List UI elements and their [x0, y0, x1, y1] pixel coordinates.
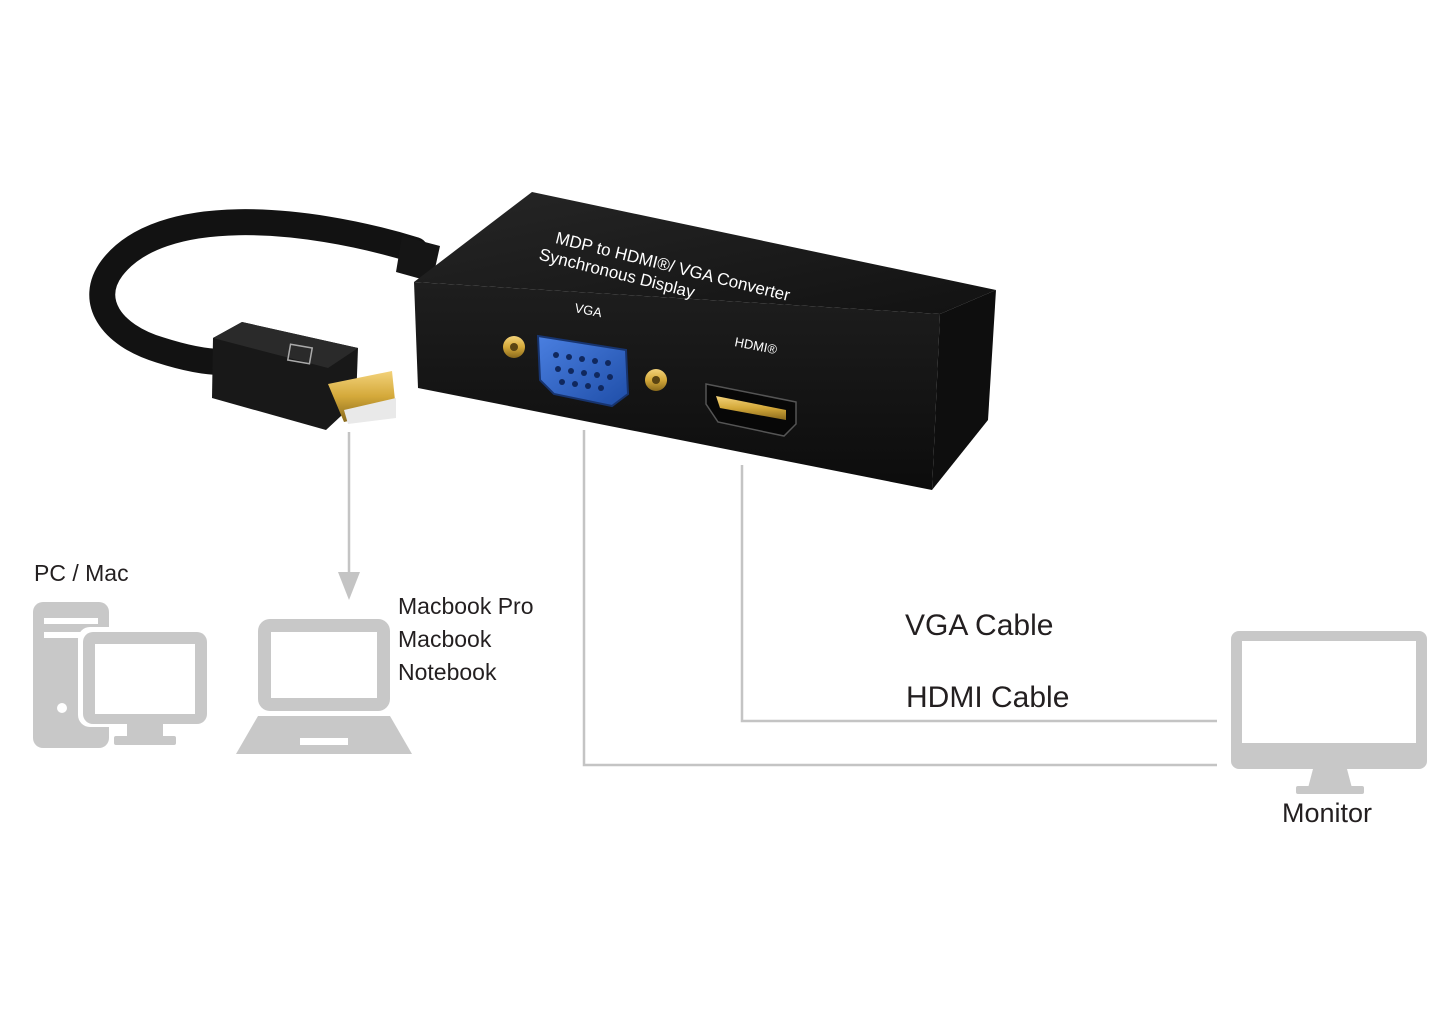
- vga-pins: [553, 352, 613, 391]
- monitor-icon: [1231, 631, 1427, 794]
- hdmi-port: [705, 383, 797, 437]
- adapter-body: [414, 192, 996, 490]
- laptop-icon: [236, 619, 412, 754]
- connection-lines: [347, 430, 1217, 767]
- monitor-label: Monitor: [1282, 798, 1373, 828]
- adapter-front-face: [414, 282, 940, 490]
- laptop-label-list: Macbook Pro Macbook Notebook: [398, 590, 534, 689]
- vga-cable-label: VGA Cable: [905, 609, 1054, 642]
- vga-port-label: VGA: [573, 300, 603, 320]
- pc-mac-label: PC / Mac: [34, 560, 129, 586]
- laptop-label-notebook: Notebook: [398, 659, 497, 685]
- adapter-top-face: [414, 192, 996, 314]
- laptop-label-macbook: Macbook: [398, 626, 492, 652]
- hdmi-cable-label: HDMI Cable: [906, 681, 1070, 714]
- laptop-label-macbook-pro: Macbook Pro: [398, 593, 534, 619]
- cable-strain-relief: [396, 236, 440, 282]
- adapter-side-face: [932, 290, 996, 490]
- mini-displayport-connector: [212, 322, 396, 430]
- hdmi-cable-line: [740, 465, 1217, 723]
- arrow-down-icon: [338, 572, 360, 600]
- vga-cable-line: [582, 430, 1217, 767]
- desktop-pc-icon: [33, 602, 212, 748]
- adapter-cable: [89, 209, 428, 375]
- vga-port: [503, 334, 667, 408]
